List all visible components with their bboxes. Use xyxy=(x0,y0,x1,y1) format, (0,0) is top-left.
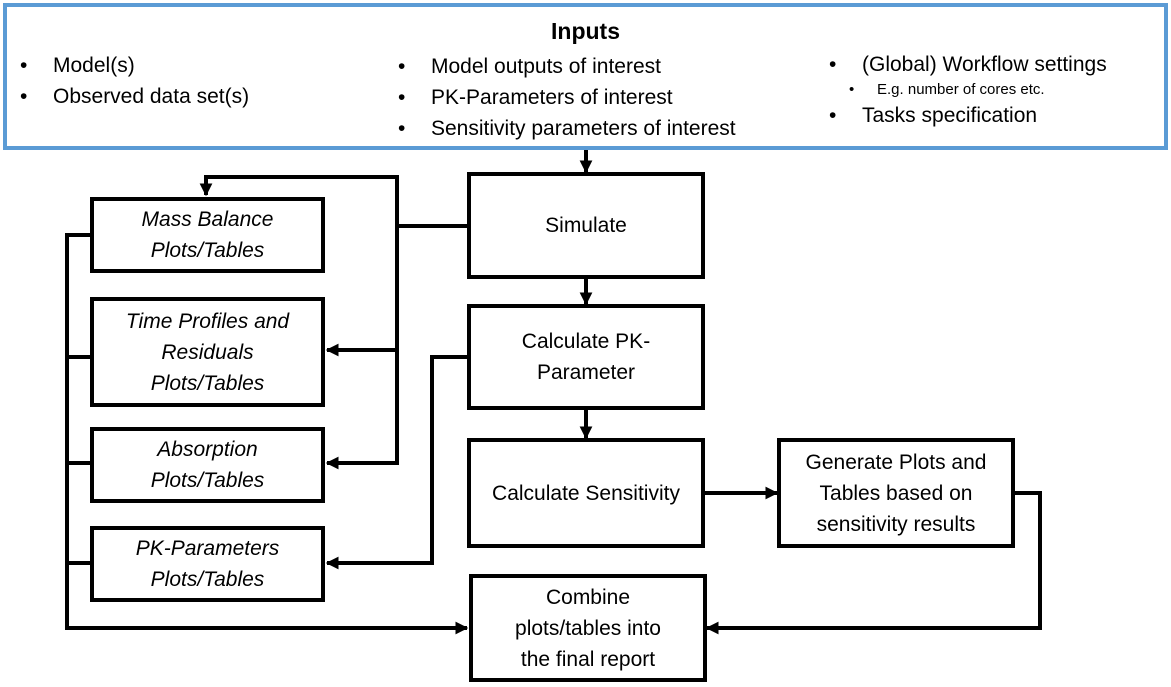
arrow-generate-to-combine xyxy=(705,491,1042,635)
input-item-model-outputs: Model outputs of interest xyxy=(398,51,736,82)
input-item-sensitivity-parameters: Sensitivity parameters of interest xyxy=(398,113,736,144)
generate-plots-label: Generate Plots and Tables based on sensi… xyxy=(805,450,987,536)
combine-report-label: Combine plots/tables into the final repo… xyxy=(515,585,661,671)
mass-balance-box: Mass Balance Plots/Tables xyxy=(90,197,325,273)
arrow-calc-pk-to-pk-parameters xyxy=(325,355,469,570)
input-item-pk-parameters: PK-Parameters of interest xyxy=(398,82,736,113)
calculate-sensitivity-label: Calculate Sensitivity xyxy=(492,481,680,505)
time-profiles-label: Time Profiles and Residuals Plots/Tables xyxy=(125,309,290,395)
inputs-panel: Inputs Model(s) Observed data set(s) Mod… xyxy=(3,3,1168,150)
mass-balance-label: Mass Balance Plots/Tables xyxy=(141,208,274,262)
absorption-label: Absorption Plots/Tables xyxy=(150,438,265,492)
simulate-box: Simulate xyxy=(467,172,705,279)
time-profiles-box: Time Profiles and Residuals Plots/Tables xyxy=(90,297,325,407)
absorption-box: Absorption Plots/Tables xyxy=(90,427,325,503)
connector-outputs-collector xyxy=(65,233,92,628)
inputs-title: Inputs xyxy=(551,18,620,44)
input-item-workflow-settings: (Global) Workflow settings xyxy=(829,49,1107,80)
input-item-tasks-specification: Tasks specification xyxy=(829,100,1107,131)
inputs-column-2: Model outputs of interest PK-Parameters … xyxy=(398,51,736,144)
inputs-column-3: (Global) Workflow settings E.g. number o… xyxy=(829,49,1107,131)
input-item-observed-data: Observed data set(s) xyxy=(20,81,249,112)
generate-plots-box: Generate Plots and Tables based on sensi… xyxy=(777,438,1015,548)
input-subitem-cores: E.g. number of cores etc. xyxy=(829,80,1107,100)
inputs-column-1: Model(s) Observed data set(s) xyxy=(20,50,249,112)
input-item-models: Model(s) xyxy=(20,50,249,81)
calculate-sensitivity-box: Calculate Sensitivity xyxy=(467,438,705,548)
simulate-label: Simulate xyxy=(545,214,627,237)
arrow-simulate-to-mass-balance xyxy=(199,175,399,463)
pk-parameters-label: PK-Parameters Plots/Tables xyxy=(135,537,280,591)
pk-parameters-box: PK-Parameters Plots/Tables xyxy=(90,526,325,602)
calculate-pk-label: Calculate PK- Parameter xyxy=(521,330,651,384)
combine-report-box: Combine plots/tables into the final repo… xyxy=(469,574,707,682)
calculate-pk-box: Calculate PK- Parameter xyxy=(467,304,705,410)
